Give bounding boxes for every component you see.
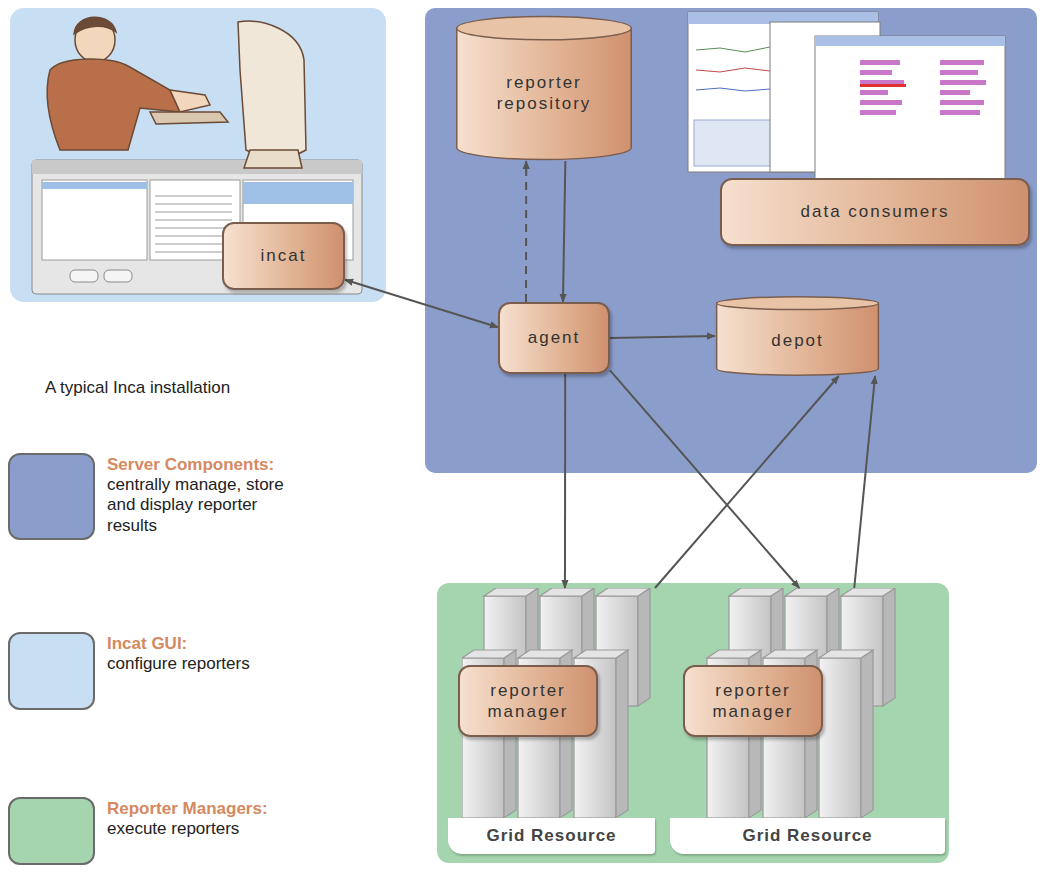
node-label: reporter manager [468,680,588,723]
tool-box: incat [222,222,345,290]
arrow-connector [610,370,799,588]
node-label: agent [528,327,581,348]
grid-resource: Grid Resource reporter manager [448,588,655,854]
legend-entry: Incat GUI:configure reporters [8,632,297,710]
server-panel [425,8,1037,473]
database-cylinder: depot [715,296,880,376]
reporter-manager-panel [437,583,949,863]
node-label: depot [771,320,824,351]
database-cylinder: reporter repository [455,15,633,161]
legend-swatch [8,632,95,710]
legend-swatch [8,453,95,540]
dashed-arrow [525,161,527,302]
node-label: reporter manager [693,680,813,723]
legend-heading: Reporter Managers: [107,799,297,819]
arrow-connector [345,280,498,327]
process-box: agent [498,302,610,374]
legend-text-group: Reporter Managers:execute reporters [107,799,297,839]
process-box: reporter manager [683,665,823,737]
caption-note: A typical Inca installation [45,378,230,398]
arrow-connector [563,161,565,302]
resource-tab: Grid Resource [670,818,945,854]
legend-entry: Reporter Managers:execute reporters [8,797,297,865]
node-label: Grid Resource [742,825,872,846]
node-label: Grid Resource [486,825,616,846]
legend-heading: Server Components: [107,455,297,475]
report-screenshots [688,12,1005,180]
legend-description: configure reporters [107,654,297,674]
arrow-connector [610,336,715,338]
legend-entry: Server Components:centrally manage, stor… [8,453,297,540]
person-illustration [47,17,306,168]
process-box: reporter manager [458,665,598,737]
legend-swatch [8,797,95,865]
resource-tab: Grid Resource [448,818,655,854]
arrow-connector [854,376,875,588]
legend-heading: Incat GUI: [107,634,297,654]
arrow-connector [564,374,566,588]
grid-resource: Grid Resource reporter manager [670,588,945,854]
process-box: data consumers [720,178,1030,246]
legend-text-group: Server Components:centrally manage, stor… [107,455,297,536]
legend-text-group: Incat GUI:configure reporters [107,634,297,674]
node-label: reporter repository [469,62,619,115]
node-label: data consumers [801,201,950,222]
incat-window [32,160,362,294]
legend-description: centrally manage, store and display repo… [107,475,297,536]
legend-description: execute reporters [107,819,297,839]
incat-panel [10,8,386,302]
server-stack [462,588,650,818]
node-label: incat [261,245,307,266]
arrow-connector [655,376,839,588]
